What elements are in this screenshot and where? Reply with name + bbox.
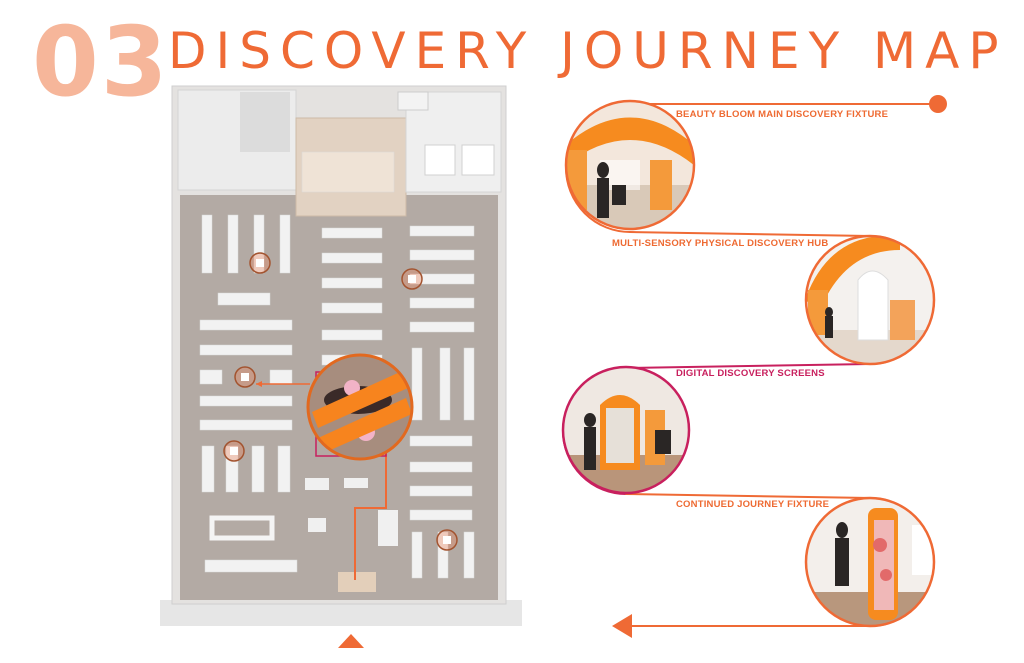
photo-digital-discovery-screens bbox=[561, 365, 691, 495]
checkout-counter bbox=[338, 572, 376, 592]
journey-stop-label: BEAUTY BLOOM MAIN DISCOVERY FIXTURE bbox=[676, 109, 889, 120]
photo-continued-journey-fixture bbox=[804, 496, 936, 628]
shelf-unit bbox=[269, 369, 293, 385]
shelf-unit bbox=[409, 509, 473, 521]
shelf-unit bbox=[217, 292, 271, 306]
journey-stop-label: DIGITAL DISCOVERY SCREENS bbox=[676, 368, 825, 379]
shelf-unit bbox=[199, 369, 223, 385]
shelf-unit bbox=[279, 214, 291, 274]
shelf-unit bbox=[251, 445, 265, 493]
shelf-unit bbox=[409, 485, 473, 497]
shelf-unit bbox=[321, 277, 383, 289]
journey-start-dot bbox=[929, 95, 947, 113]
shelf-unit bbox=[201, 214, 213, 274]
shelf-unit bbox=[321, 302, 383, 314]
journey-end-arrow bbox=[612, 614, 632, 638]
fixture-markers bbox=[223, 252, 458, 551]
shelf-unit bbox=[409, 225, 475, 237]
shelf-unit bbox=[409, 249, 475, 261]
shelf-unit bbox=[437, 531, 449, 579]
photo-main-discovery-fixture bbox=[564, 99, 696, 231]
main-fixture-zoom bbox=[306, 353, 414, 461]
shelf-unit bbox=[199, 395, 293, 407]
store-floor-plan bbox=[160, 85, 522, 648]
photo-physical-discovery-hub bbox=[804, 234, 936, 366]
journey-stop-label: CONTINUED JOURNEY FIXTURE bbox=[676, 499, 830, 510]
shelf-unit bbox=[411, 347, 423, 421]
journey-stop-label: MULTI-SENSORY PHYSICAL DISCOVERY HUB bbox=[612, 238, 829, 249]
shelf-unit bbox=[409, 435, 473, 447]
shelf-unit bbox=[463, 347, 475, 421]
shelf-unit bbox=[411, 531, 423, 579]
shelf-unit bbox=[277, 445, 291, 493]
shelf-unit bbox=[225, 445, 239, 493]
shelf-unit bbox=[204, 559, 298, 573]
page-title: DISCOVERY JOURNEY MAP bbox=[168, 22, 1008, 80]
shelf-unit bbox=[409, 297, 475, 309]
section-number: 03 bbox=[32, 6, 170, 118]
shelf-unit bbox=[201, 445, 215, 493]
shelf-unit bbox=[409, 461, 473, 473]
shelf-unit bbox=[439, 347, 451, 421]
shelf-unit bbox=[199, 419, 293, 431]
shelf-unit bbox=[199, 319, 293, 331]
shelf-unit bbox=[199, 344, 293, 356]
shelf-unit bbox=[227, 214, 239, 274]
shelf-unit bbox=[321, 252, 383, 264]
shelf-unit bbox=[463, 531, 475, 579]
shelf-unit bbox=[321, 227, 383, 239]
entrance-arrow bbox=[338, 634, 364, 648]
shelf-unit bbox=[409, 321, 475, 333]
shelf-unit bbox=[321, 329, 383, 341]
shelving-fixtures bbox=[199, 151, 475, 579]
shelf-unit bbox=[301, 151, 395, 193]
